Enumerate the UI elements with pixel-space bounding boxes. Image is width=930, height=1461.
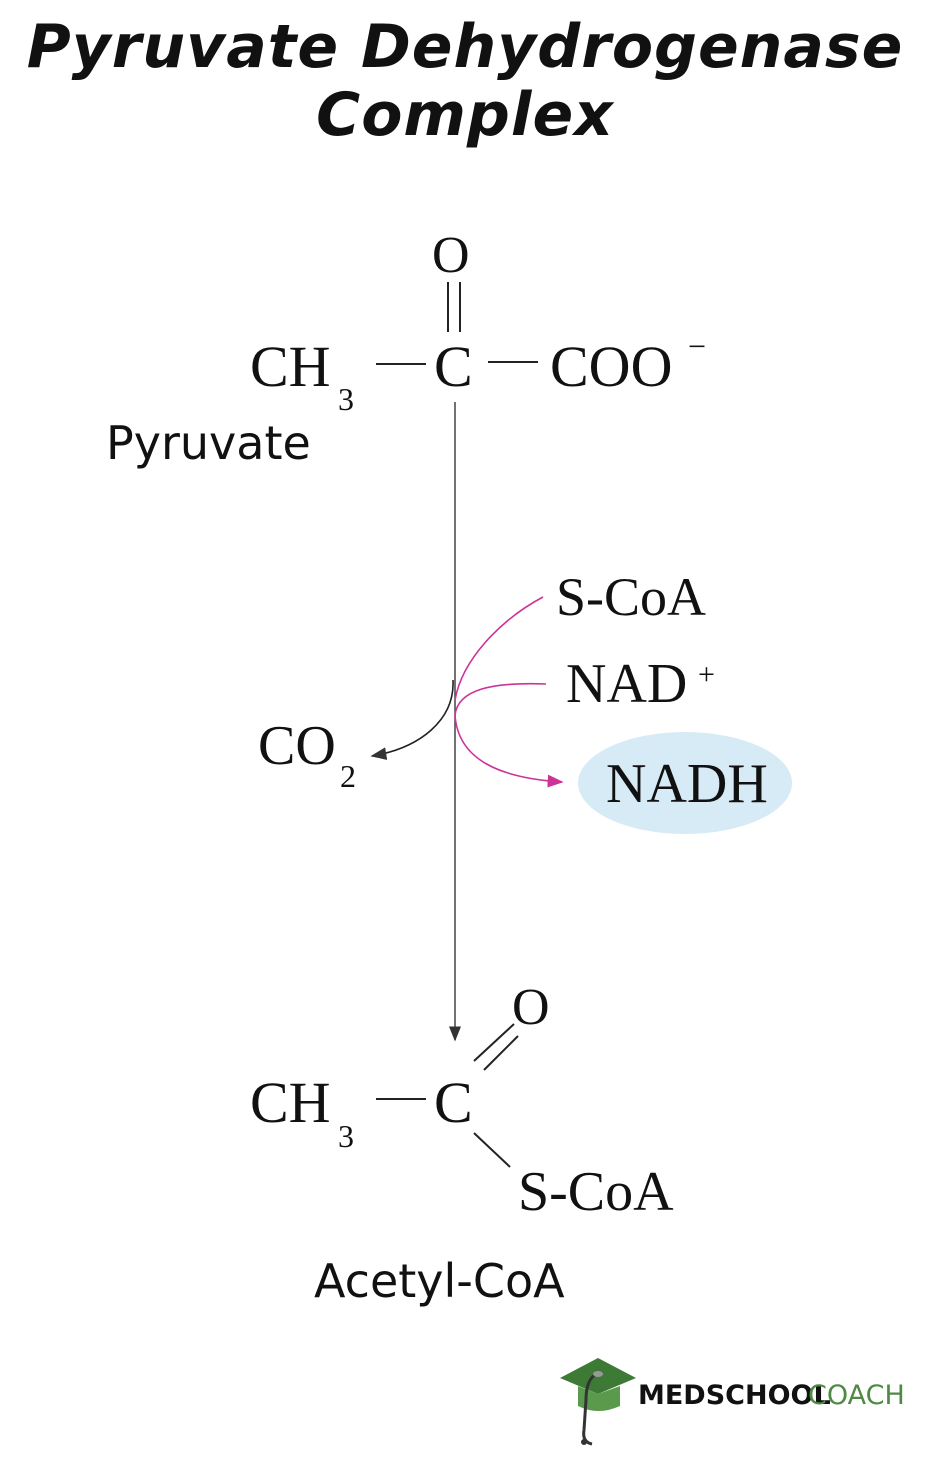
diagram-title-line2: Complex — [316, 80, 614, 150]
pyruvate-central-carbon: C — [434, 334, 473, 399]
pyruvate-label: Pyruvate — [106, 416, 311, 470]
pyruvate-carboxylate: COO — [550, 334, 673, 399]
logo-text-light: COACH — [808, 1380, 905, 1411]
nad-to-nadh-arrow — [454, 682, 564, 788]
co2-subscript: 2 — [340, 758, 356, 794]
diagram-title-line1: Pyruvate Dehydrogenase — [26, 12, 904, 82]
graduation-cap-stethoscope-icon — [560, 1358, 636, 1446]
acetyl-carbonyl-oxygen: O — [512, 979, 550, 1036]
nadh-highlight — [578, 732, 792, 834]
acetyl-central-carbon: C — [434, 1070, 473, 1135]
nadh-output: NADH — [606, 753, 768, 815]
acetyl-scoa-group: S-CoA — [518, 1161, 674, 1223]
co2-release-arrow — [370, 679, 454, 760]
pyruvate-ch3: CH — [250, 334, 331, 399]
acetyl-ch3: CH — [250, 1070, 331, 1135]
scoa-input-arrow — [454, 596, 544, 701]
nad-plus-superscript: + — [698, 658, 715, 691]
nad-plus-input: NAD — [566, 653, 688, 715]
acetyl-ch3-subscript: 3 — [338, 1118, 354, 1154]
acetyl-coa-bonds — [376, 1023, 519, 1168]
acetyl-coa-label: Acetyl-CoA — [314, 1254, 565, 1308]
logo-text-bold: MEDSCHOOL — [638, 1380, 831, 1411]
pyruvate-bonds — [376, 282, 538, 365]
scoa-input: S-CoA — [556, 567, 707, 627]
pyruvate-negative-charge: − — [688, 328, 707, 364]
co2-output: CO — [258, 715, 336, 777]
pyruvate-carbonyl-oxygen: O — [432, 227, 470, 284]
pyruvate-ch3-subscript: 3 — [338, 381, 354, 417]
